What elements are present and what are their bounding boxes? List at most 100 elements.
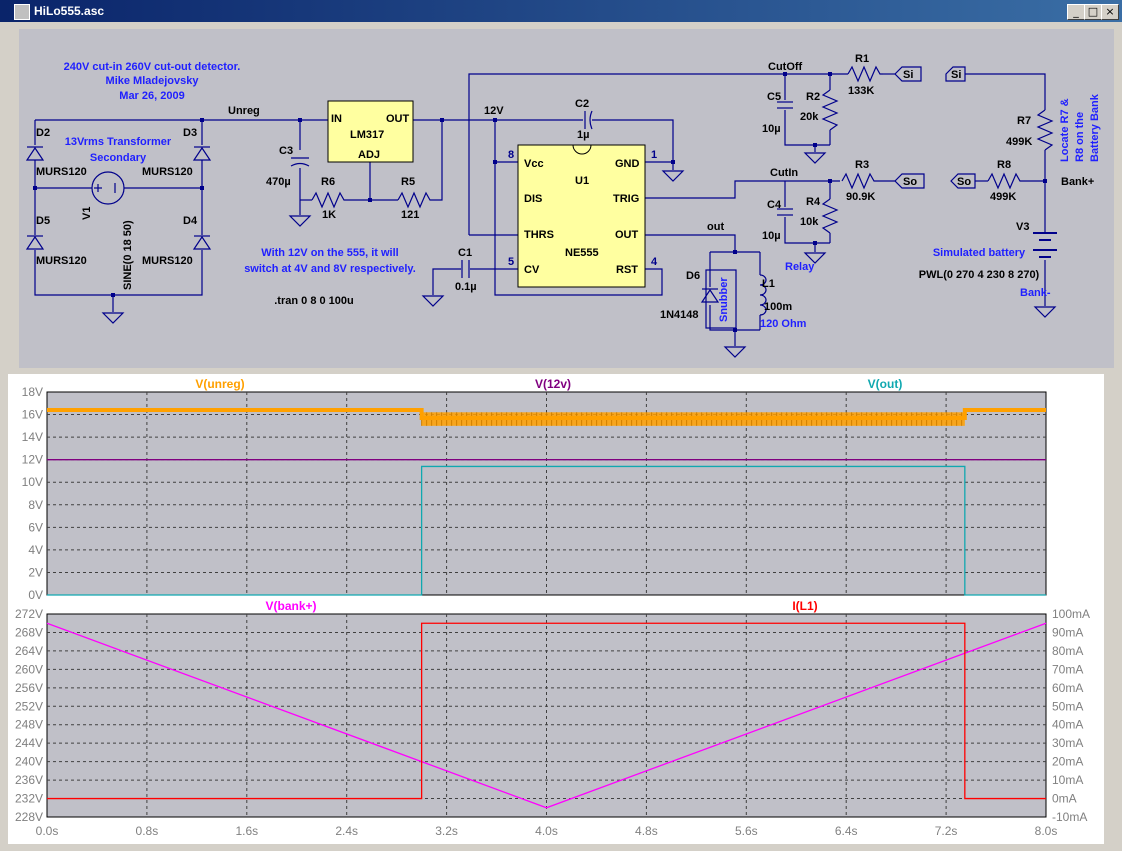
x-tick-label: 0.8s [136, 824, 159, 838]
lm317-body[interactable] [327, 100, 414, 163]
y-tick-label-right: 30mA [1052, 736, 1083, 750]
flag-so-2: So [957, 176, 971, 188]
flag-si-1: Si [903, 69, 913, 81]
d2-ref: D2 [36, 127, 50, 139]
r3-value: 90.9K [846, 191, 875, 203]
maximize-button[interactable]: □ [1084, 4, 1102, 20]
r8-value: 499K [990, 191, 1016, 203]
y-tick-label-right: 40mA [1052, 718, 1083, 732]
y-tick-label-right: 70mA [1052, 662, 1083, 676]
x-tick-label: 4.8s [635, 824, 658, 838]
flag-si-2: Si [951, 69, 961, 81]
y-tick-label: 12V [22, 453, 43, 467]
y-tick-label-left: 264V [15, 644, 43, 658]
bridge-diodes [25, 146, 720, 303]
y-tick-label: 6V [28, 520, 43, 534]
y-tick-label-right: 20mA [1052, 755, 1083, 769]
r3-ref: R3 [855, 159, 869, 171]
u1-ref: U1 [575, 175, 589, 187]
trace-label-i-l1[interactable]: I(L1) [792, 599, 817, 613]
r2-ref: R2 [806, 91, 820, 103]
x-tick-label: 2.4s [335, 824, 358, 838]
note-555-1: With 12V on the 555, it will [261, 247, 398, 259]
junction-dots [33, 72, 1047, 332]
c4-value: 10µ [762, 230, 781, 242]
c5-ref: C5 [767, 91, 781, 103]
note-locate-3: Battery Bank [1089, 93, 1101, 162]
y-tick-label-left: 248V [15, 718, 43, 732]
app-icon[interactable] [14, 4, 30, 20]
note-locate-1: Locate R7 & [1059, 98, 1071, 162]
d4-ref: D4 [183, 215, 198, 227]
y-tick-label: 0V [28, 588, 43, 602]
y-tick-label: 18V [22, 385, 43, 399]
trace-label-v-out[interactable]: V(out) [868, 377, 903, 391]
y-tick-label-right: 10mA [1052, 773, 1083, 787]
c3-value: 470µ [266, 176, 291, 188]
r7-ref: R7 [1017, 115, 1031, 127]
net-label-out: out [707, 221, 724, 233]
x-tick-label: 5.6s [735, 824, 758, 838]
trace-v-unreg-[interactable] [47, 408, 1046, 420]
ne555-body[interactable] [517, 144, 646, 288]
y-tick-label-left: 228V [15, 810, 43, 824]
y-tick-label-right: 90mA [1052, 625, 1083, 639]
u1-pin5-number: 5 [508, 256, 514, 268]
schematic-canvas[interactable]: 240V cut-in 260V cut-out detector. Mike … [19, 29, 1114, 368]
lm317-pin-adj: ADJ [358, 149, 380, 161]
u1-pin8-number: 8 [508, 149, 514, 161]
net-label-unreg: Unreg [228, 105, 260, 117]
y-tick-label-right: -10mA [1052, 810, 1087, 824]
trace-label-v-bank[interactable]: V(bank+) [265, 599, 316, 613]
y-tick-label-right: 100mA [1052, 607, 1090, 621]
l1-ref: L1 [762, 278, 775, 290]
net-label-bank-minus: Bank- [1020, 287, 1051, 299]
plot-pane-bottom[interactable]: 228V232V236V240V244V248V252V256V260V264V… [15, 599, 1090, 824]
trace-v-out-[interactable] [47, 465, 1046, 596]
d6-value: 1N4148 [660, 309, 699, 321]
y-tick-label: 2V [28, 565, 43, 579]
trace-i-l1-[interactable] [47, 622, 1046, 800]
y-tick-label-right: 80mA [1052, 644, 1083, 658]
u1-pin-vcc: Vcc [524, 158, 544, 170]
u1-pin-out: OUT [615, 229, 639, 241]
window-titlebar[interactable]: HiLo555.asc _ □ × [0, 0, 1122, 22]
y-tick-label-right: 0mA [1052, 792, 1077, 806]
spice-tran-directive[interactable]: .tran 0 8 0 100u [274, 295, 354, 307]
y-tick-label: 10V [22, 475, 43, 489]
trace-label-v-12v[interactable]: V(12v) [535, 377, 571, 391]
trace-v-bank-[interactable] [46, 622, 1047, 809]
c2-value: 1µ [577, 129, 589, 141]
minimize-button[interactable]: _ [1067, 4, 1085, 20]
u1-pin-trig: TRIG [613, 193, 639, 205]
v1-value: SINE(0 18 50) [122, 220, 134, 290]
lm317-pin-in: IN [331, 113, 342, 125]
y-tick-label-right: 50mA [1052, 699, 1083, 713]
r6-value: 1K [322, 209, 336, 221]
close-button[interactable]: × [1101, 4, 1119, 20]
note-header-1: 240V cut-in 260V cut-out detector. [64, 61, 241, 73]
x-tick-label: 8.0s [1035, 824, 1058, 838]
r5-ref: R5 [401, 176, 415, 188]
y-tick-label-left: 236V [15, 773, 43, 787]
window-title: HiLo555.asc [34, 4, 105, 18]
y-tick-label-left: 272V [15, 607, 43, 621]
y-tick-label: 4V [28, 543, 43, 557]
l1-value: 100m [764, 301, 792, 313]
r5-value: 121 [401, 209, 419, 221]
y-tick-label-left: 260V [15, 662, 43, 676]
y-tick-label-left: 252V [15, 699, 43, 713]
y-tick-label: 8V [28, 498, 43, 512]
note-simulated-battery: Simulated battery [933, 247, 1026, 259]
lm317-name: LM317 [350, 129, 384, 141]
r4-ref: R4 [806, 196, 821, 208]
trace-label-v-unreg[interactable]: V(unreg) [195, 377, 244, 391]
r4-value: 10k [800, 216, 819, 228]
lm317-pin-out: OUT [386, 113, 410, 125]
note-transformer-1: 13Vrms Transformer [65, 136, 172, 148]
net-label-bank-plus: Bank+ [1061, 176, 1094, 188]
d4-value: MURS120 [142, 255, 193, 267]
